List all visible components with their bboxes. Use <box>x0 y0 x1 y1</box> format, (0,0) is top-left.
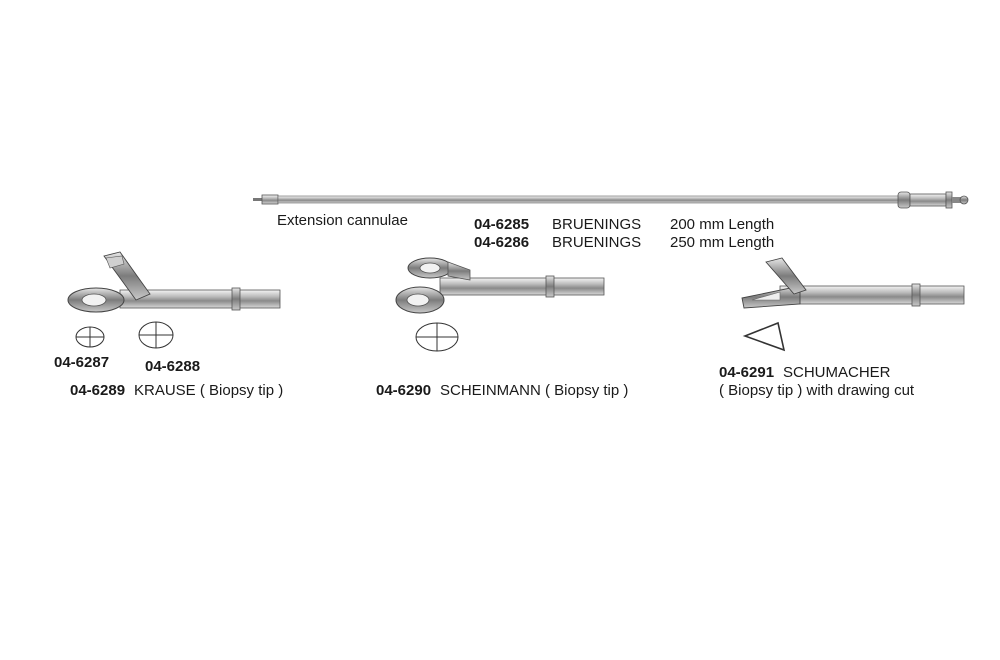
krause-tip-icons <box>75 321 174 349</box>
product-name: KRAUSE ( Biopsy tip ) <box>134 382 284 399</box>
product-code: 04-6290 <box>376 382 432 399</box>
product-name: SCHEINMANN ( Biopsy tip ) <box>440 382 629 399</box>
krause-tip-code-2: 04-6288 <box>145 358 201 375</box>
krause-tip-code-1: 04-6287 <box>54 354 110 371</box>
extension-cannula-drawing <box>253 191 969 209</box>
product-length: 200 mm Length <box>670 216 775 233</box>
product-length: 250 mm Length <box>670 234 775 251</box>
product-name: BRUENINGS <box>552 216 642 233</box>
product-code: 04-6286 <box>474 234 530 251</box>
scheinmann-tip-icon <box>415 322 459 352</box>
schumacher-description: ( Biopsy tip ) with drawing cut <box>719 382 915 399</box>
extension-cannulae-caption: Extension cannulae <box>277 212 408 229</box>
product-code: 04-6291 <box>719 364 775 381</box>
product-name: SCHUMACHER <box>783 364 891 381</box>
schumacher-tip-icon <box>742 321 786 352</box>
product-code: 04-6285 <box>474 216 530 233</box>
product-code: 04-6289 <box>70 382 126 399</box>
scheinmann-forceps-drawing <box>395 257 605 314</box>
krause-forceps-drawing <box>67 251 281 313</box>
product-name: BRUENINGS <box>552 234 642 251</box>
schumacher-forceps-drawing <box>741 257 965 309</box>
